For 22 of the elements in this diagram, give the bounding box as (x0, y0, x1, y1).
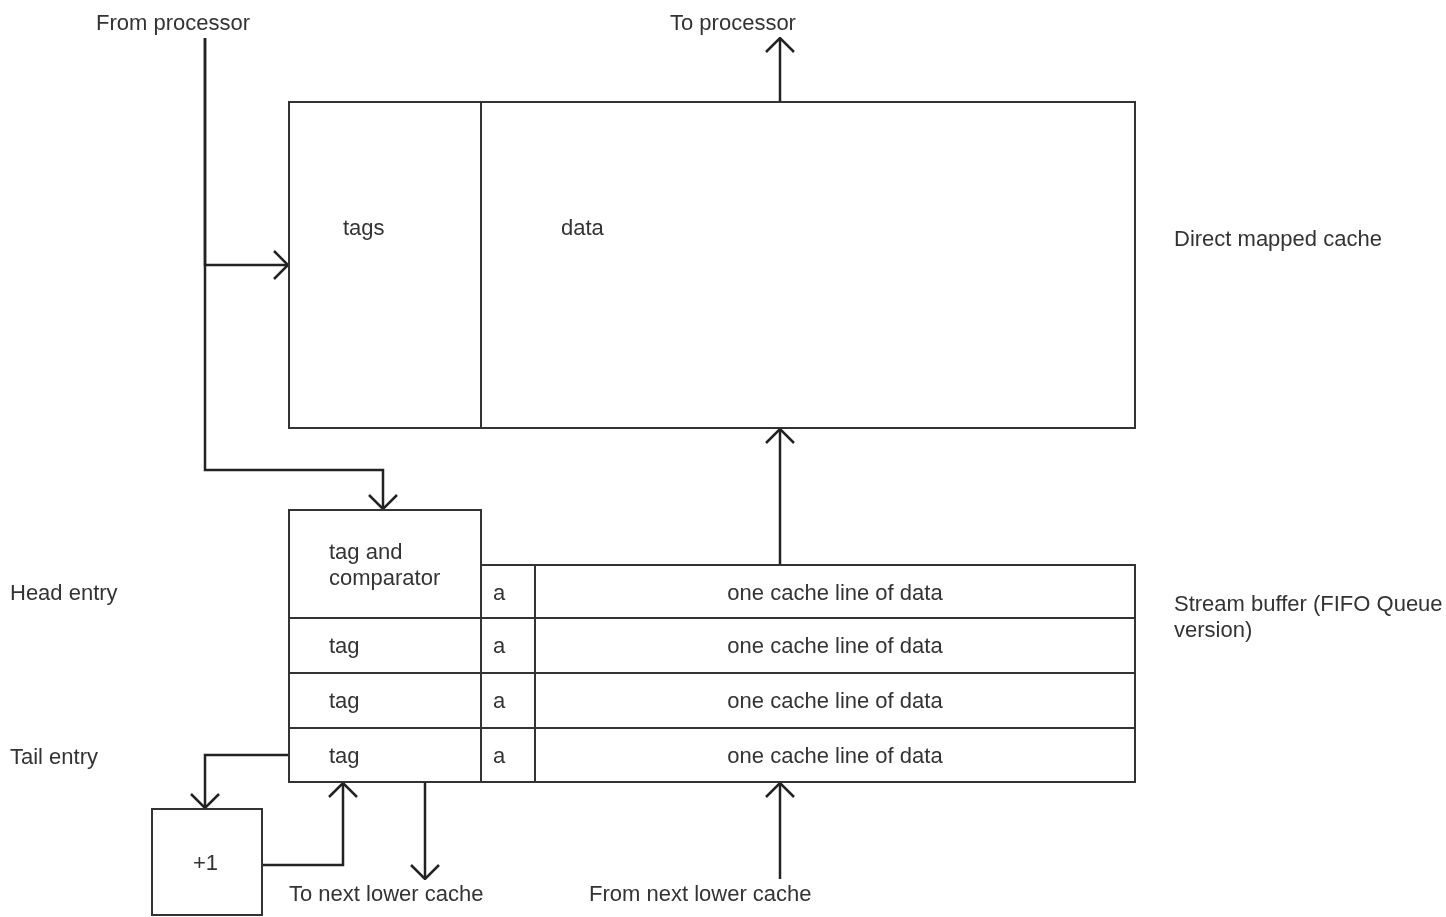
arrow (409, 783, 441, 881)
port-label: From next lower cache (583, 879, 873, 909)
row-label: Tail entry (10, 744, 99, 770)
increment-box: +1 (151, 808, 263, 916)
arrow (263, 781, 359, 867)
block-heading: Direct mapped cache (1174, 226, 1383, 252)
row-label: Head entry (10, 580, 118, 606)
port-label: To processor (664, 8, 839, 38)
port-label: From processor (90, 8, 295, 38)
tag-cell: tag (288, 727, 482, 783)
arrow (189, 753, 288, 810)
data-array: data (480, 101, 1136, 429)
arrow (764, 36, 796, 101)
arrow (764, 781, 796, 879)
tag-cell: tag and comparator (288, 509, 482, 619)
tag-array: tags (288, 101, 482, 429)
arrow (203, 38, 399, 511)
port-label: To next lower cache (283, 879, 538, 909)
block-heading: Stream buffer (FIFO Queue version) (1174, 591, 1444, 643)
data-line-cell: one cache line of data (534, 727, 1136, 783)
arrow (764, 427, 796, 564)
data-line-cell: one cache line of data (534, 564, 1136, 619)
